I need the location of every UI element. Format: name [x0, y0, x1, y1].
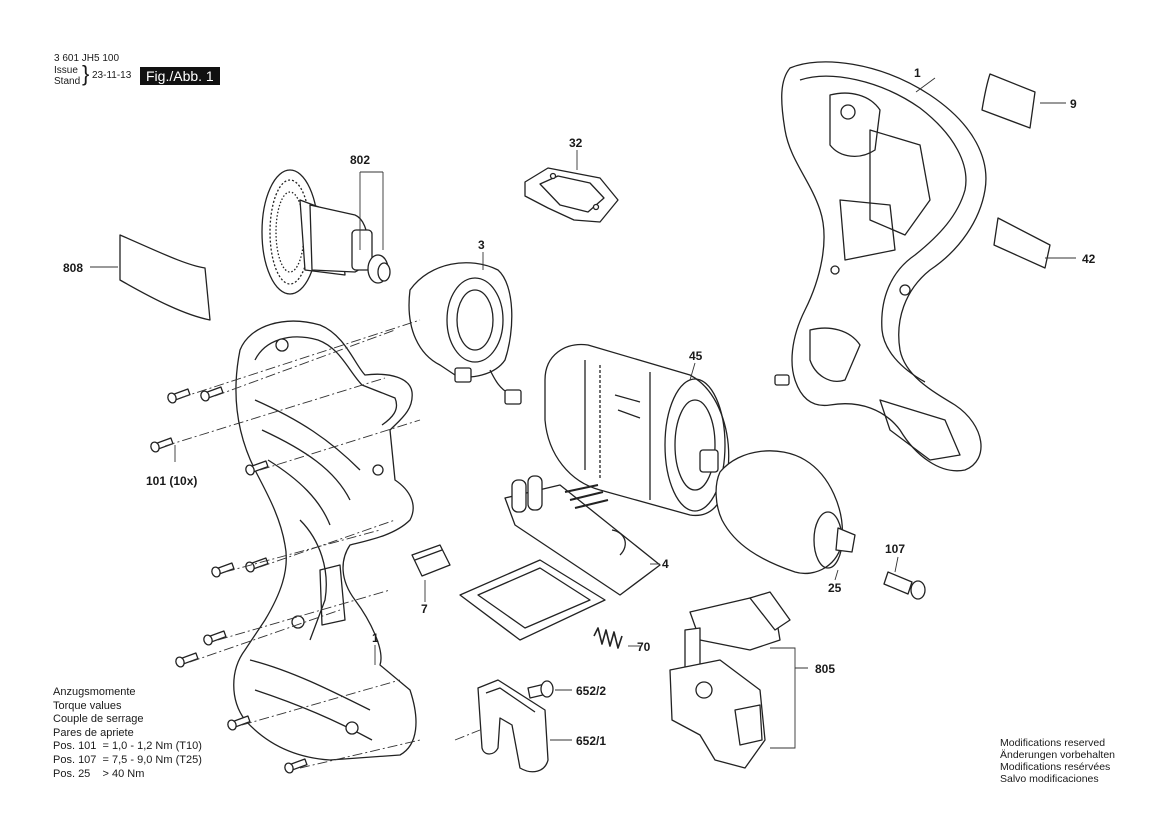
modification-line: Änderungen vorbehalten [1000, 749, 1116, 761]
torque-line: Pos. 107 = 7,5 - 9,0 Nm (T25) [53, 753, 202, 766]
motor-802 [261, 169, 391, 295]
stator-3 [408, 262, 522, 405]
electronics-4 [459, 475, 661, 641]
torque-notes: Anzugsmomente Torque values Couple de se… [53, 686, 202, 781]
callout-808: 808 [63, 261, 84, 275]
stand-label: Stand [54, 76, 81, 87]
torque-line: Torque values [53, 699, 122, 712]
figure-label: Fig./Abb. 1 [140, 67, 220, 85]
switch-805 [669, 591, 791, 769]
callout-652-2: 652/2 [576, 684, 607, 698]
spring-70 [593, 627, 623, 649]
torque-line: Pares de apriete [53, 726, 134, 739]
housing-half-left [233, 320, 417, 761]
callout-4: 4 [662, 557, 669, 571]
modification-line: Salvo modificaciones [1000, 773, 1099, 785]
callout-42: 42 [1082, 252, 1096, 266]
screw-107 [883, 571, 926, 600]
leader-lines [90, 77, 1076, 769]
callout-3: 3 [478, 238, 485, 252]
callout-32: 32 [569, 136, 583, 150]
modification-line: Modifications reserved [1000, 737, 1106, 749]
cover-32 [524, 167, 619, 223]
issue-date: 23-11-13 [92, 70, 132, 81]
torque-line: Pos. 101 = 1,0 - 1,2 Nm (T10) [53, 740, 202, 753]
callout-70: 70 [637, 640, 651, 654]
brace-glyph: } [82, 61, 90, 86]
housing-half-right [774, 61, 987, 472]
label-plate-9 [981, 73, 1036, 129]
callout-1-top: 1 [914, 66, 921, 80]
callout-1-bottom: 1 [372, 631, 379, 645]
callout-805: 805 [815, 662, 836, 676]
callout-652-1: 652/1 [576, 734, 607, 748]
torque-line: Anzugsmomente [53, 686, 136, 698]
belt-clip-652-1 [477, 679, 549, 773]
callout-802: 802 [350, 153, 371, 167]
modification-notes: Modifications reserved Änderungen vorbeh… [1000, 737, 1115, 785]
pad-7 [411, 544, 451, 577]
callout-9: 9 [1070, 97, 1077, 111]
doc-number: 3 601 JH5 100 [54, 53, 120, 64]
callout-7: 7 [421, 602, 428, 616]
strip-808 [119, 234, 211, 321]
screws-101 [150, 386, 308, 774]
chuck-25 [715, 450, 856, 574]
torque-line: Pos. 25 > 40 Nm [53, 767, 145, 780]
callout-25: 25 [828, 581, 842, 595]
label-plate-42 [993, 217, 1051, 269]
callout-45: 45 [689, 349, 703, 363]
callout-101: 101 (10x) [146, 474, 198, 488]
issue-label: Issue [54, 65, 78, 76]
screw-652-2 [527, 680, 554, 699]
modification-line: Modifications resérvées [1000, 761, 1111, 773]
callout-107: 107 [885, 542, 906, 556]
gearbox-45 [544, 343, 730, 517]
torque-line: Couple de serrage [53, 713, 144, 726]
